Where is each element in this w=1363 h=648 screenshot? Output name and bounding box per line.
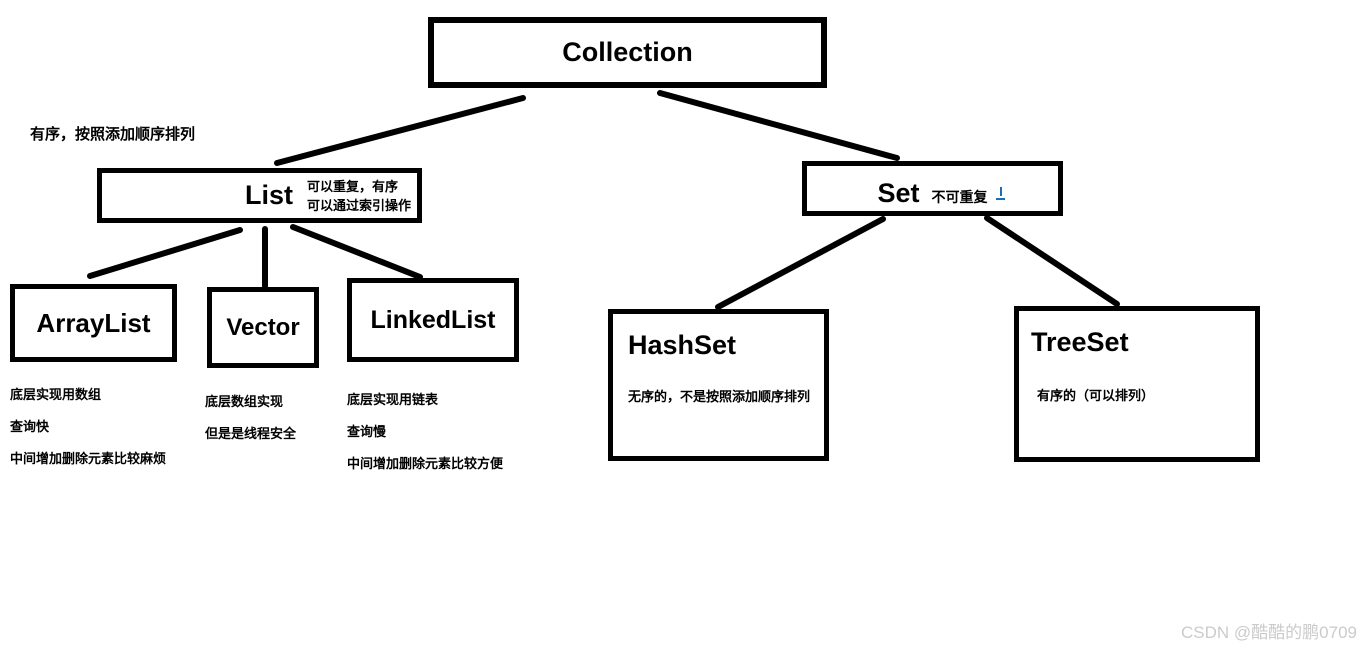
arraylist-note-line: 底层实现用数组 xyxy=(10,387,102,402)
node-list-label: List xyxy=(244,180,293,210)
node-linkedlist-label: LinkedList xyxy=(370,305,496,334)
vector-note-line: 底层数组实现 xyxy=(205,394,284,409)
linkedlist-notes: 底层实现用链表 查询慢 中间增加删除元素比较方便 xyxy=(347,389,503,485)
arraylist-notes: 底层实现用数组 查询快 中间增加删除元素比较麻烦 xyxy=(10,384,166,480)
node-arraylist: ArrayList xyxy=(10,284,177,362)
node-arraylist-label: ArrayList xyxy=(36,307,151,338)
node-collection-label: Collection xyxy=(562,37,693,67)
node-vector-label: Vector xyxy=(226,313,300,341)
vector-notes: 底层数组实现 但是是线程安全 xyxy=(205,391,296,455)
node-list-note-line1: 可以重复，有序 xyxy=(306,178,398,194)
node-linkedlist: LinkedList xyxy=(347,278,519,362)
node-set-note: 不可重复 xyxy=(931,189,988,205)
linkedlist-note-line: 查询慢 xyxy=(347,424,387,439)
annotation-ordered-note: 有序，按照添加顺序排列 xyxy=(30,126,196,143)
text-cursor-artifact xyxy=(996,187,1005,200)
connector-list-linkedlist xyxy=(290,224,423,280)
connector-set-hashset xyxy=(715,216,886,310)
linkedlist-note-line: 中间增加删除元素比较方便 xyxy=(347,456,504,471)
connector-collection-list xyxy=(274,95,526,166)
connector-collection-set xyxy=(657,90,900,161)
node-treeset-note: 有序的（可以排列） xyxy=(1037,388,1155,403)
arraylist-note-line: 中间增加删除元素比较麻烦 xyxy=(10,451,167,466)
node-hashset: HashSet 无序的，不是按照添加顺序排列 xyxy=(608,309,829,461)
connector-list-arraylist xyxy=(87,227,243,279)
node-treeset-label: TreeSet xyxy=(1031,327,1129,357)
node-set-label: Set xyxy=(877,178,920,208)
csdn-watermark: CSDN @酷酷的鹏0709 xyxy=(1181,623,1357,642)
node-list: List 可以重复，有序 可以通过索引操作 xyxy=(97,168,422,223)
node-list-note: 可以重复，有序 可以通过索引操作 xyxy=(307,177,411,215)
vector-note-line: 但是是线程安全 xyxy=(205,426,297,441)
node-hashset-note: 无序的，不是按照添加顺序排列 xyxy=(628,389,811,404)
node-treeset: TreeSet 有序的（可以排列） xyxy=(1014,306,1260,462)
node-hashset-label: HashSet xyxy=(628,330,737,360)
node-collection: Collection xyxy=(428,17,827,88)
linkedlist-note-line: 底层实现用链表 xyxy=(347,392,439,407)
node-vector: Vector xyxy=(207,287,319,368)
arraylist-note-line: 查询快 xyxy=(10,419,50,434)
connector-set-treeset xyxy=(984,215,1120,307)
node-list-note-line2: 可以通过索引操作 xyxy=(306,197,411,213)
node-set: Set 不可重复 xyxy=(802,161,1063,216)
